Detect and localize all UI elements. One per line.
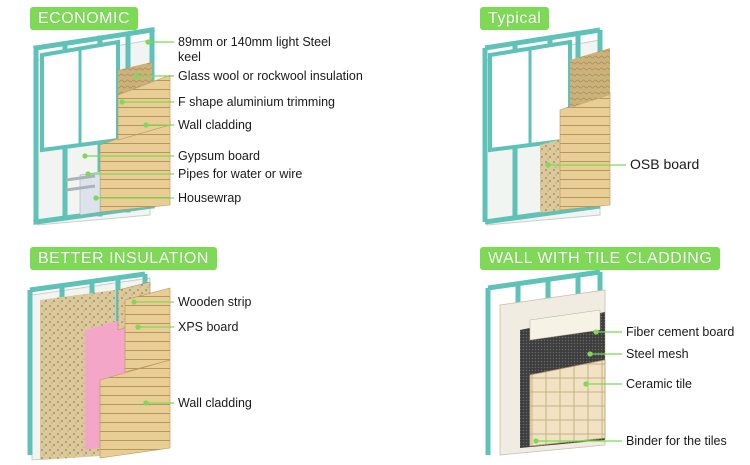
label-gypsum-board: Gypsum board (178, 149, 260, 163)
diagram-tile-cladding (485, 269, 622, 456)
panel-title-tile-cladding: WALL WITH TILE CLADDING (480, 247, 721, 270)
label-osb-board: OSB board (630, 156, 700, 172)
label-fiber-cement-board: Fiber cement board (626, 325, 735, 339)
label-ceramic-tile: Ceramic tile (626, 377, 692, 391)
label-pipes: Pipes for water or wire (178, 167, 303, 181)
label-wall-cladding-economic: Wall cladding (178, 118, 252, 132)
label-steel-keel: 89mm or 140mm light Steel keel (178, 35, 331, 64)
panel-title-economic: ECONOMIC (30, 7, 138, 30)
diagram-better-insulation (27, 271, 174, 461)
label-glass-wool: Glass wool or rockwool insulation (178, 69, 363, 83)
label-binder-for-tiles: Binder for the tiles (626, 434, 727, 448)
label-f-shape-trimming: F shape aluminium trimming (178, 95, 335, 109)
label-wooden-strip: Wooden strip (178, 295, 252, 309)
panel-title-better-insulation: BETTER INSULATION (30, 247, 217, 270)
label-housewrap: Housewrap (178, 191, 242, 205)
diagram-typical (482, 27, 626, 226)
diagram-economic (33, 27, 174, 226)
label-xps-board: XPS board (178, 320, 239, 334)
label-steel-mesh: Steel mesh (626, 347, 689, 361)
label-wall-cladding-better: Wall cladding (178, 396, 252, 410)
panel-title-typical: Typical (480, 7, 550, 30)
